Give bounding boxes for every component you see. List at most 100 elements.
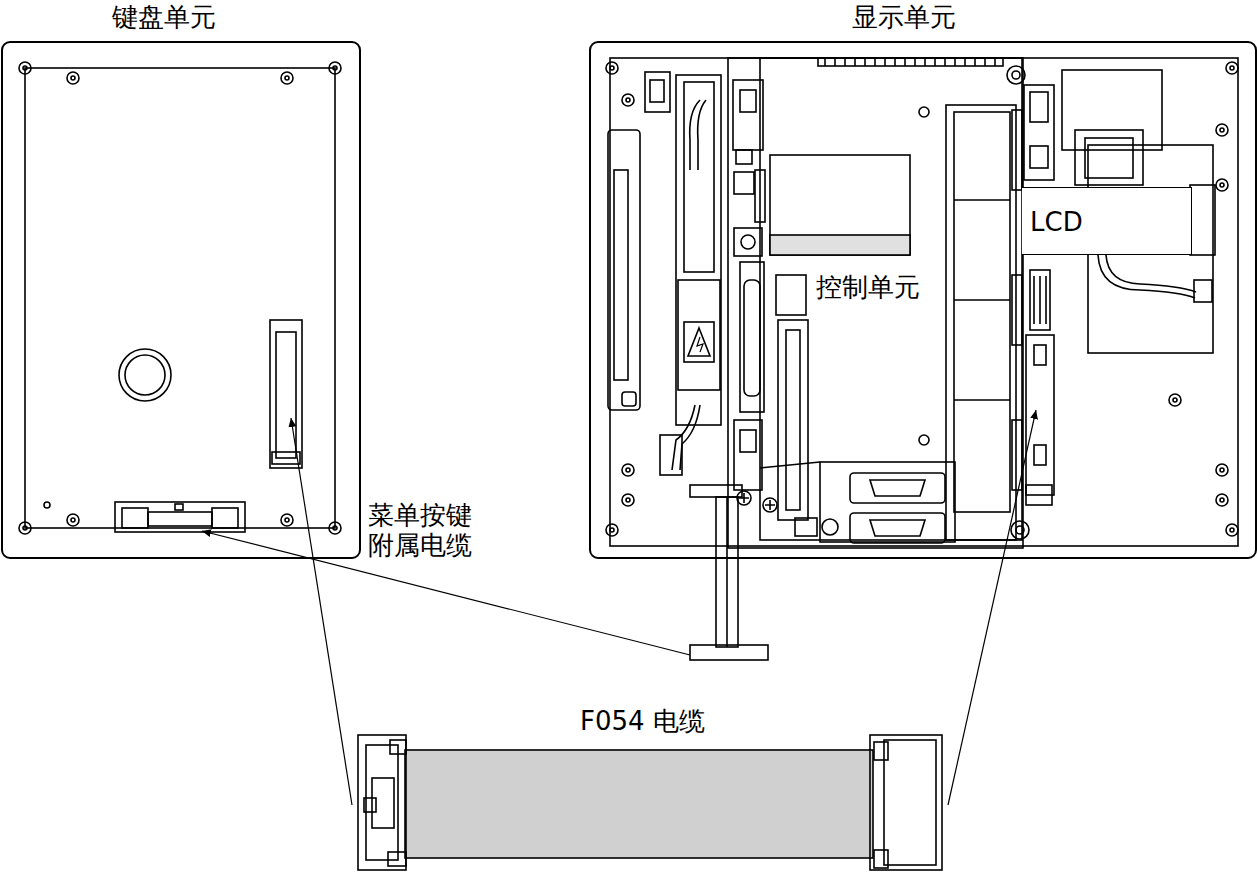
drawing-stroke bbox=[680, 405, 700, 470]
drawing-stroke bbox=[291, 418, 352, 805]
drawing-stroke bbox=[1194, 280, 1212, 302]
drawing-stroke bbox=[1106, 255, 1196, 292]
drawing-stroke bbox=[626, 468, 630, 472]
drawing-stroke bbox=[954, 200, 1010, 400]
f054-cable bbox=[358, 735, 942, 870]
drawing-stroke bbox=[1034, 345, 1046, 365]
drawing-stroke bbox=[736, 150, 752, 164]
drawing-stroke bbox=[870, 735, 942, 870]
drawing-stroke bbox=[1190, 185, 1215, 255]
drawing-stroke bbox=[919, 435, 929, 445]
drawing-stroke bbox=[946, 105, 1016, 540]
drawing-stroke bbox=[23, 526, 27, 530]
drawing-stroke bbox=[726, 497, 728, 647]
drawing-stroke bbox=[71, 518, 75, 522]
drawing-stroke bbox=[270, 320, 302, 468]
drawing-stroke bbox=[67, 72, 79, 84]
cable-label: F054 电缆 bbox=[578, 706, 707, 736]
drawing-stroke bbox=[874, 850, 888, 868]
drawing-stroke bbox=[125, 355, 165, 395]
drawing-stroke bbox=[405, 750, 873, 858]
drawing-stroke bbox=[919, 107, 929, 117]
drawing-stroke bbox=[119, 349, 171, 401]
drawing-stroke bbox=[850, 513, 945, 543]
drawing-stroke bbox=[608, 130, 640, 410]
drawing-stroke bbox=[645, 72, 670, 112]
drawing-stroke bbox=[1220, 128, 1224, 132]
drawing-stroke bbox=[744, 280, 760, 396]
drawing-stroke bbox=[1030, 146, 1048, 168]
drawing-stroke bbox=[285, 518, 289, 522]
drawing-stroke bbox=[672, 405, 695, 470]
drawing-stroke bbox=[622, 494, 634, 506]
drawing-stroke bbox=[19, 62, 31, 74]
unit-heading: 键盘单元 bbox=[112, 2, 216, 32]
drawing-stroke bbox=[870, 520, 925, 536]
keyboard-unit: 键盘单元 bbox=[0, 0, 362, 560]
drawing-stroke bbox=[212, 508, 238, 528]
drawing-stroke bbox=[1034, 276, 1046, 324]
drawing-stroke bbox=[698, 100, 706, 170]
drawing-stroke bbox=[688, 328, 710, 356]
drawing-stroke bbox=[690, 485, 742, 497]
cable-label: 菜单按键 附属电缆 bbox=[366, 500, 480, 560]
drawing-stroke bbox=[610, 58, 1238, 546]
drawing-stroke bbox=[874, 742, 888, 760]
drawing-stroke bbox=[728, 58, 1023, 548]
drawing-stroke bbox=[1012, 275, 1022, 345]
drawing-stroke bbox=[690, 645, 768, 660]
leader-lines bbox=[202, 410, 1036, 805]
drawing-stroke bbox=[626, 498, 630, 502]
drawing-stroke bbox=[67, 514, 79, 526]
drawing-stroke bbox=[366, 745, 398, 860]
drawing-stroke bbox=[122, 508, 148, 528]
drawing-stroke bbox=[795, 518, 817, 536]
drawing-stroke bbox=[2, 42, 360, 558]
drawing-stroke bbox=[734, 420, 762, 490]
unit-heading: 显示单元 bbox=[852, 2, 956, 32]
drawing-stroke bbox=[884, 740, 936, 865]
drawing-stroke bbox=[822, 519, 838, 535]
drawing-stroke bbox=[71, 76, 75, 80]
drawing-stroke bbox=[818, 58, 1003, 66]
drawing-stroke bbox=[733, 80, 763, 150]
drawing-stroke bbox=[740, 90, 756, 112]
part-label: 控制单元 bbox=[814, 272, 922, 302]
drawing-stroke bbox=[948, 410, 1036, 805]
drawing-stroke bbox=[272, 452, 300, 464]
drawing-stroke bbox=[276, 332, 296, 458]
drawing-stroke bbox=[770, 155, 910, 255]
drawing-stroke bbox=[329, 62, 341, 74]
drawing-stroke bbox=[281, 72, 293, 84]
drawing-stroke bbox=[606, 524, 618, 536]
drawing-stroke bbox=[820, 462, 955, 542]
drawing-stroke bbox=[1216, 179, 1228, 191]
drawing-stroke bbox=[1226, 62, 1238, 74]
control-board bbox=[728, 58, 1023, 548]
drawing-stroke bbox=[870, 480, 925, 496]
drawing-stroke bbox=[741, 235, 755, 249]
drawing-stroke bbox=[739, 493, 749, 503]
right-card bbox=[946, 70, 1215, 540]
drawing-stroke bbox=[333, 526, 337, 530]
component-label: LCD bbox=[1030, 207, 1083, 237]
drawing-stroke bbox=[19, 522, 31, 534]
drawing-stroke bbox=[364, 798, 376, 812]
drawing-stroke bbox=[329, 522, 341, 534]
drawing-stroke bbox=[765, 500, 775, 510]
drawing-stroke bbox=[1085, 138, 1133, 178]
drawing-stroke bbox=[1030, 270, 1050, 330]
drawing-stroke bbox=[1012, 110, 1022, 190]
drawing-stroke bbox=[1230, 66, 1234, 70]
drawing-stroke bbox=[1024, 85, 1054, 180]
drawing-stroke bbox=[850, 473, 945, 503]
drawing-stroke bbox=[740, 430, 756, 452]
drawing-stroke bbox=[23, 66, 27, 70]
drawing-stroke bbox=[734, 228, 762, 256]
drawing-stroke bbox=[1220, 468, 1224, 472]
drawing-stroke bbox=[1030, 92, 1048, 122]
drawing-stroke bbox=[626, 98, 630, 102]
drawing-stroke bbox=[734, 172, 754, 194]
display-unit: 显示单元 LCD bbox=[588, 0, 1257, 560]
